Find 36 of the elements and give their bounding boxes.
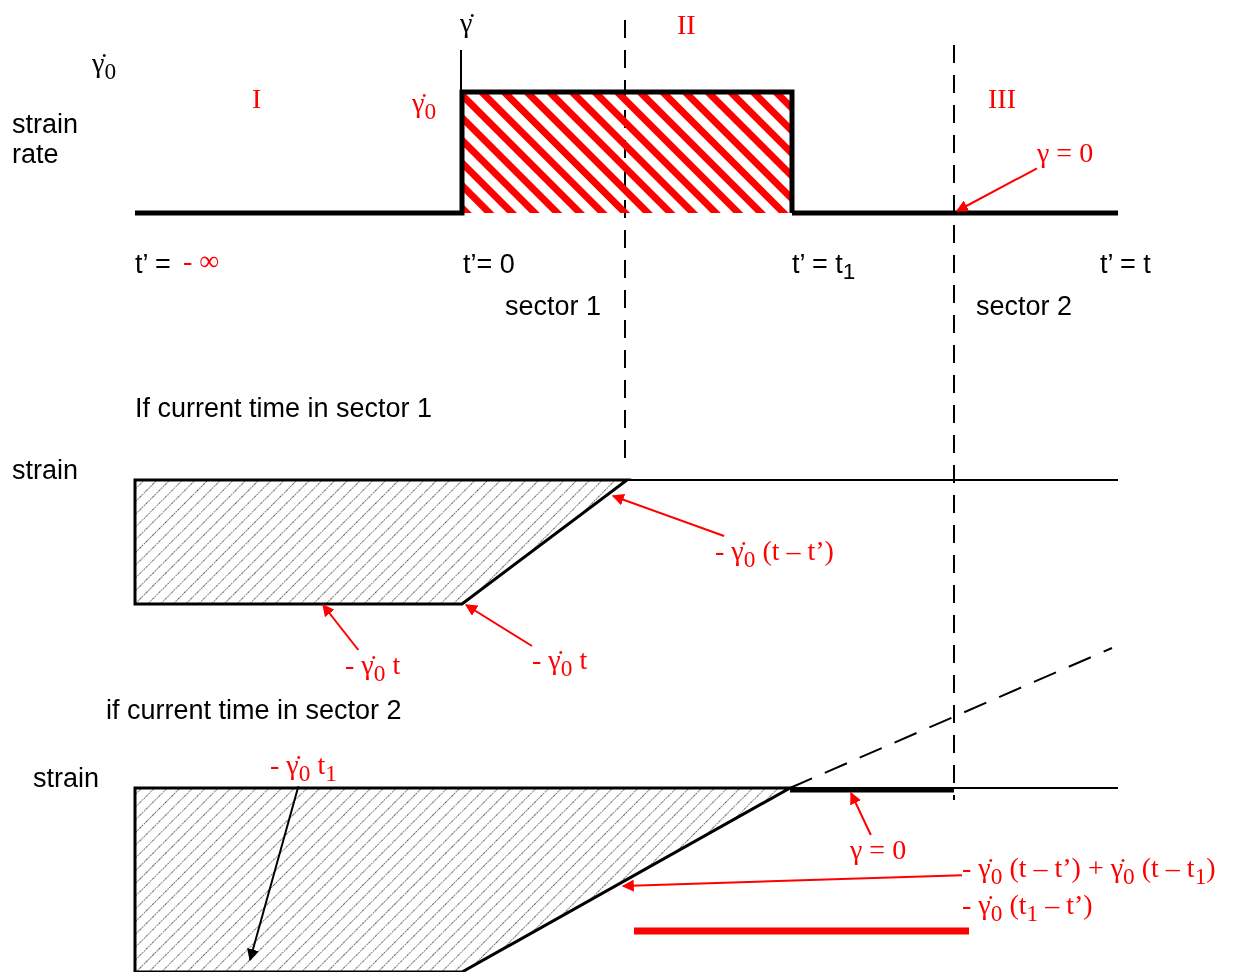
- axis-label: strain rate: [12, 110, 80, 170]
- sector-label: sector 2: [976, 292, 1073, 322]
- formula-label: - γ̇$_{0}$ t: [345, 650, 401, 687]
- case-heading: if current time in sector 2: [106, 696, 402, 726]
- baseline-segment: [792, 210, 1118, 216]
- axis-label: γ̇: [460, 8, 473, 39]
- leader-line: [850, 791, 872, 836]
- thick-segment: [790, 787, 954, 793]
- formula-label: - γ̇$_{0}$ (t – t’): [715, 536, 834, 573]
- axis-label: strain: [12, 456, 79, 486]
- formula-label: - γ̇$_{0}$ t: [532, 645, 588, 682]
- leader-line: [465, 604, 533, 647]
- time-label: t’ = t$_{1}$: [792, 250, 856, 286]
- time-label: - ∞: [183, 246, 220, 277]
- formula-label: γ = 0: [850, 835, 907, 866]
- time-label: t’ =: [135, 250, 171, 280]
- value-label: γ̇$_{0}$: [412, 88, 437, 125]
- formula-label: γ = 0: [1037, 138, 1094, 169]
- hatched-area: [133, 478, 632, 606]
- formula-label: - γ̇$_{0}$ (t – t’) + γ̇$_{0}$ (t – t$_{1}$): [962, 853, 1216, 890]
- axis-label: strain: [33, 764, 100, 794]
- axis-label: γ̇$_{0}$: [92, 48, 117, 85]
- leader-line: [611, 494, 726, 537]
- leader-line: [955, 167, 1038, 212]
- leader-line: [322, 604, 360, 651]
- leader-line: [621, 874, 963, 892]
- region-numeral: I: [252, 84, 262, 115]
- region-numeral: II: [677, 10, 696, 41]
- case-heading: If current time in sector 1: [135, 394, 433, 424]
- time-label: t’= 0: [463, 250, 515, 280]
- sector-label: sector 1: [505, 292, 602, 322]
- formula-label: - γ̇$_{0}$ t$_{1}$: [270, 750, 337, 787]
- hatched-area: [133, 786, 796, 972]
- time-label: t’ = t: [1100, 250, 1151, 280]
- region-numeral: III: [988, 84, 1016, 115]
- formula-label: - γ̇$_{0}$ (t$_{1}$ – t’): [962, 890, 1093, 927]
